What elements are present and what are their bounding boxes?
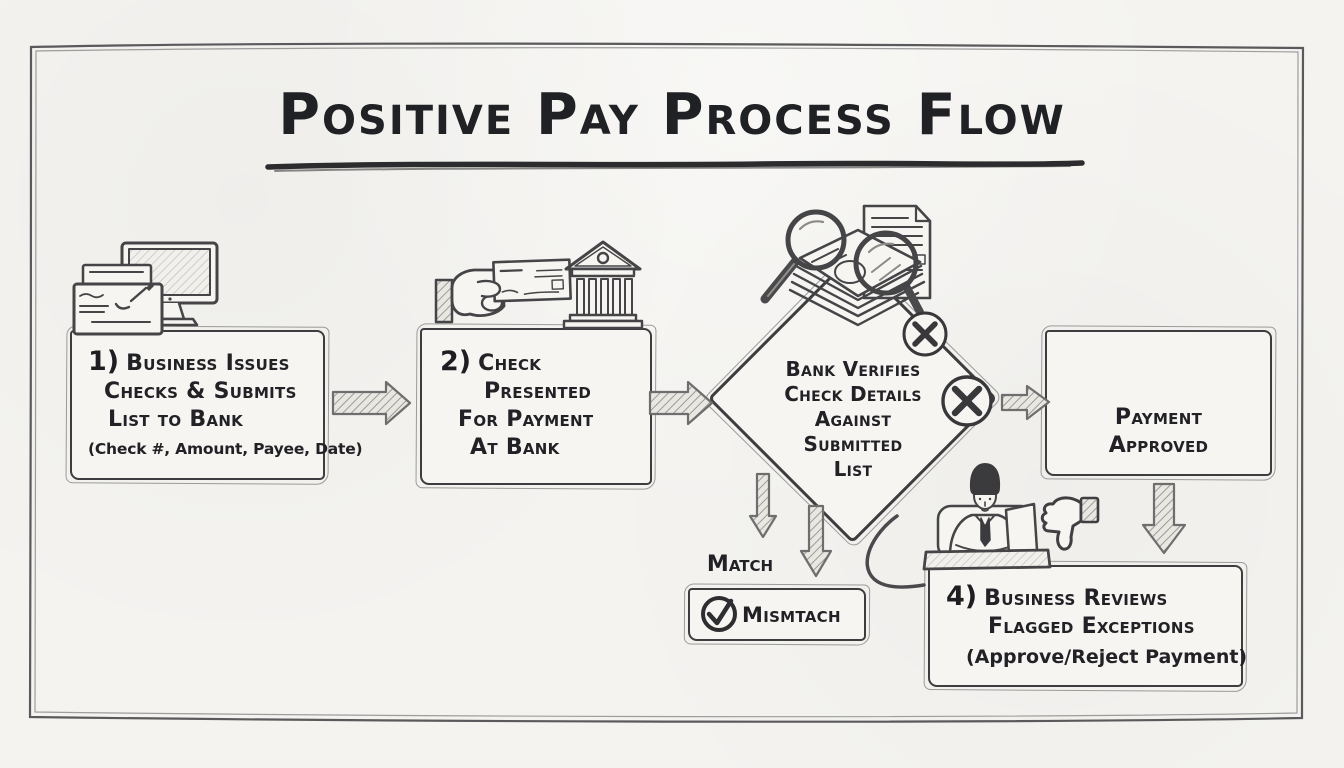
decision-line: Against	[814, 407, 892, 431]
arrow-decision-match-down	[748, 472, 778, 539]
node-payment-approved: Payment Approved	[1045, 330, 1272, 476]
arrow-step2-to-decision	[648, 380, 714, 426]
step2-line: At Bank	[470, 435, 560, 460]
step1-line: List to Bank	[108, 407, 244, 432]
computer-monitor-icon	[120, 241, 219, 327]
node-step1-business-issues: 1) Business Issues Checks & Submits List…	[70, 330, 363, 480]
mismatch-label: Mismtach	[742, 602, 841, 627]
step2-line: For Payment	[458, 407, 594, 432]
decision-line: Bank Verifies	[785, 357, 921, 381]
curve-decision-to-review	[865, 514, 926, 589]
arrow-step1-to-step2	[331, 380, 412, 426]
node-step4-business-reviews: 4) Business Reviews Flagged Exceptions (…	[928, 565, 1247, 687]
node-step2-check-presented: 2) Check Presented For Payment At Bank	[420, 328, 652, 485]
arrow-approved-to-review	[1141, 482, 1187, 555]
step2-line: Presented	[484, 379, 592, 404]
arrow-decision-to-approved	[1000, 384, 1051, 421]
decision-line: Submitted	[803, 432, 903, 456]
title-underline	[265, 160, 1085, 172]
step1-note: (Check #, Amount, Payee, Date)	[88, 440, 363, 458]
step1-number: 1)	[88, 346, 120, 377]
match-label: Match	[706, 552, 774, 577]
step4-line: Flagged Exceptions	[988, 614, 1195, 639]
page-title: Positive Pay Process Flow	[278, 82, 1066, 148]
approved-line: Payment	[1114, 405, 1203, 430]
step4-line: Business Reviews	[984, 586, 1168, 611]
decision-line: List	[833, 457, 873, 481]
check-stack-icon	[72, 263, 164, 336]
decision-line: Check Details	[784, 382, 922, 406]
step4-number: 4)	[946, 581, 978, 612]
step1-line: Checks & Submits	[104, 379, 297, 404]
decision-label: Bank Verifies Check Details Against Subm…	[733, 357, 973, 482]
step1-line: Business Issues	[126, 351, 290, 376]
hand-holding-check-icon	[434, 258, 572, 324]
step4-note: (Approve/Reject Payment)	[966, 646, 1248, 668]
step2-line: Check	[478, 351, 542, 376]
thumbs-down-icon	[1040, 496, 1100, 551]
node-mismatch: Mismtach	[688, 588, 866, 641]
bank-building-icon	[562, 240, 644, 330]
approved-line: Approved	[1108, 433, 1209, 458]
step2-number: 2)	[440, 346, 472, 377]
